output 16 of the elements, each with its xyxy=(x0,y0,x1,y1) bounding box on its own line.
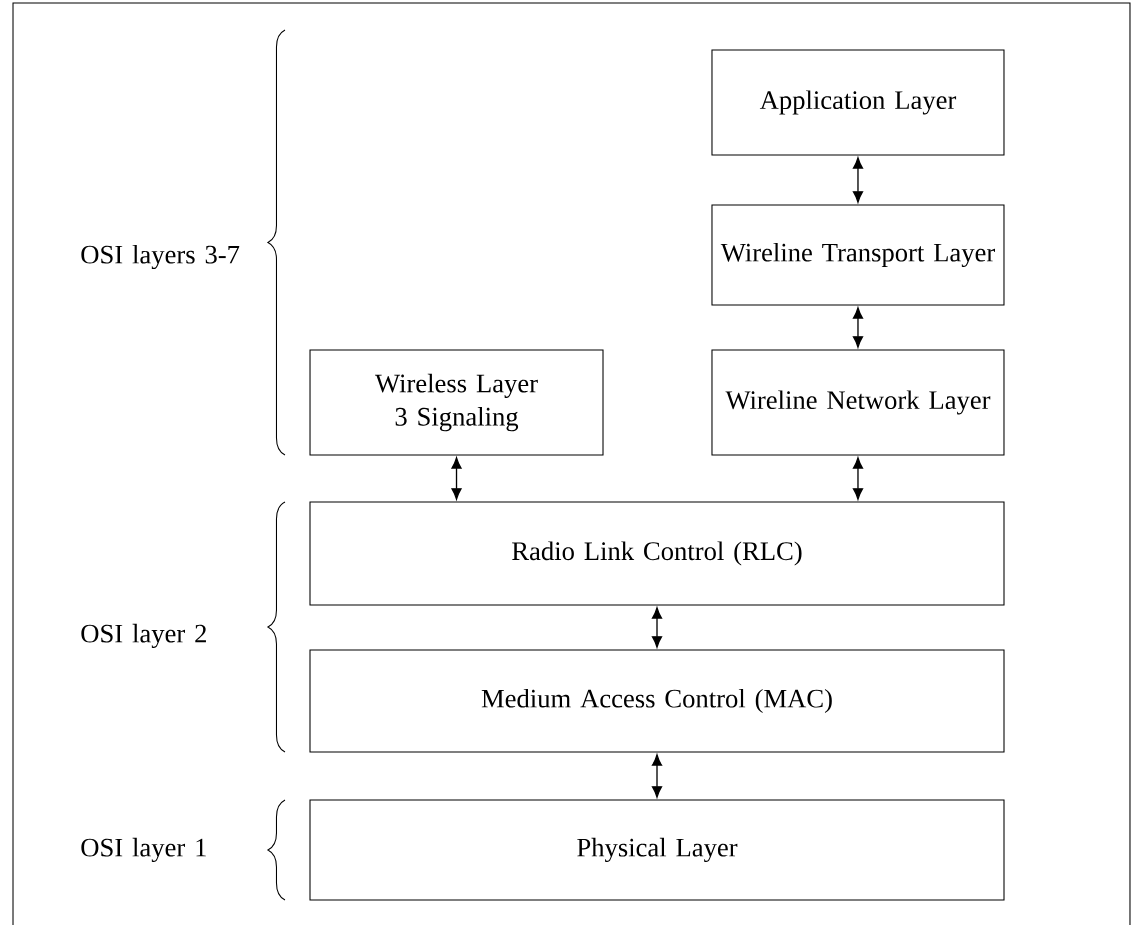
arrow xyxy=(451,457,462,500)
arrow xyxy=(852,457,864,500)
arrow xyxy=(651,754,663,798)
layer-box: Wireless Layer 3 Signaling xyxy=(309,349,604,456)
layer-box: Medium Access Control (MAC) xyxy=(309,649,1005,753)
layer-box: Radio Link Control (RLC) xyxy=(309,501,1005,606)
arrow xyxy=(852,307,864,348)
layer-box: Application Layer xyxy=(711,49,1005,156)
layer-box: Wireline Network Layer xyxy=(711,349,1005,456)
layer-box: Physical Layer xyxy=(309,799,1005,901)
layer-box: Wireline Transport Layer xyxy=(711,204,1005,306)
layer-label: OSI layers 3-7 xyxy=(81,244,240,270)
arrow xyxy=(852,157,864,203)
layer-label: OSI layer 1 xyxy=(81,837,206,863)
arrow xyxy=(651,607,663,648)
layer-label: OSI layer 2 xyxy=(81,623,206,649)
